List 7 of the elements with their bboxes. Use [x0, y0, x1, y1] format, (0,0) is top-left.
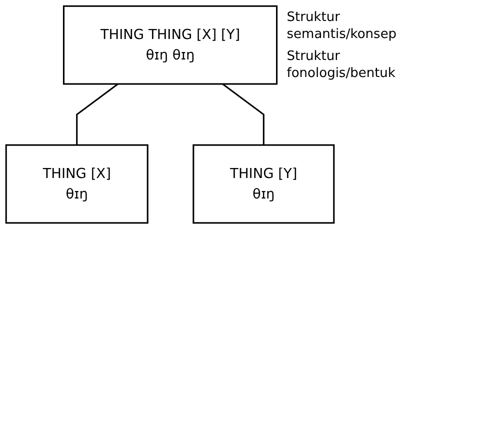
- connector: [76, 83, 118, 146]
- side-note: Struktur semantis/konsep: [286, 10, 398, 44]
- connector: [222, 83, 264, 146]
- node-box: [62, 5, 278, 85]
- node-box: [192, 144, 335, 224]
- side-note: Struktur fonologis/bentuk: [286, 49, 396, 83]
- node-box: [5, 144, 148, 224]
